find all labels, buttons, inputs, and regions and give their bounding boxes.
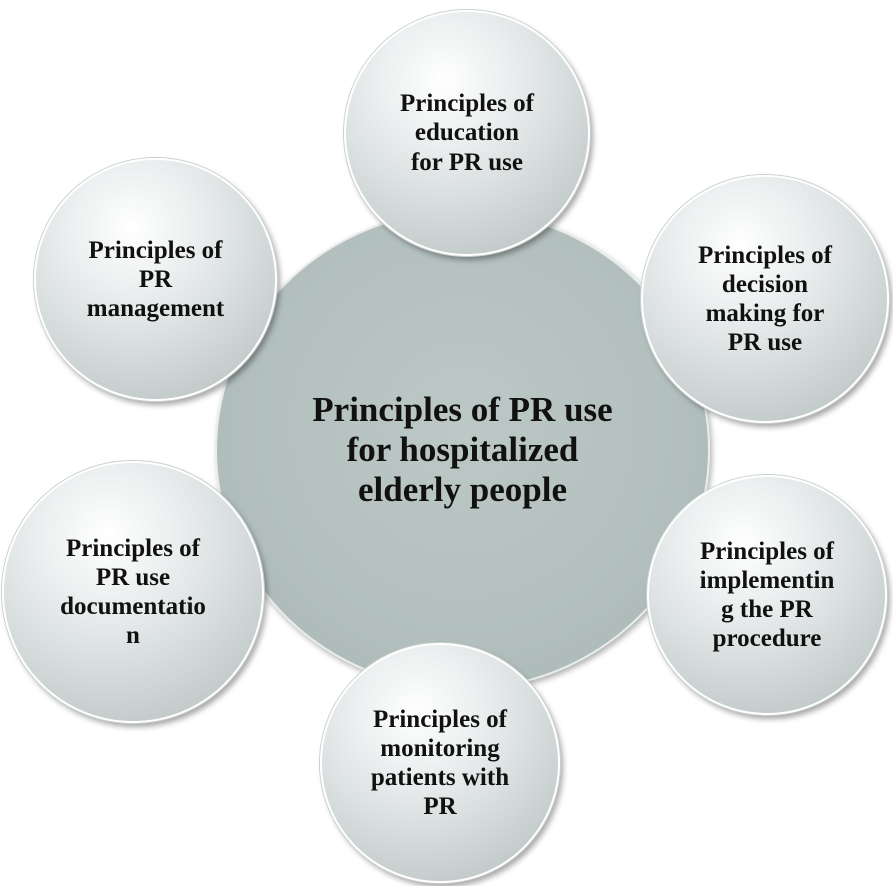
node-documentation-label: Principles of PR use documentatio n: [60, 534, 206, 650]
node-monitoring-label: Principles of monitoring patients with P…: [370, 705, 510, 821]
node-management: Principles of PR management: [34, 158, 277, 401]
node-management-label: Principles of PR management: [86, 236, 225, 323]
center-label: Principles of PR use for hospitalized el…: [312, 390, 613, 509]
node-decision-making: Principles of decision making for PR use: [641, 175, 889, 423]
node-education: Principles of education for PR use: [344, 10, 590, 256]
node-decision-making-label: Principles of decision making for PR use: [697, 241, 832, 357]
node-implementing: Principles of implementin g the PR proce…: [647, 475, 887, 715]
node-implementing-label: Principles of implementin g the PR proce…: [699, 537, 835, 653]
center-circle: Principles of PR use for hospitalized el…: [215, 210, 710, 690]
node-monitoring: Principles of monitoring patients with P…: [320, 643, 560, 883]
node-education-label: Principles of education for PR use: [399, 90, 534, 176]
node-documentation: Principles of PR use documentatio n: [2, 461, 264, 723]
